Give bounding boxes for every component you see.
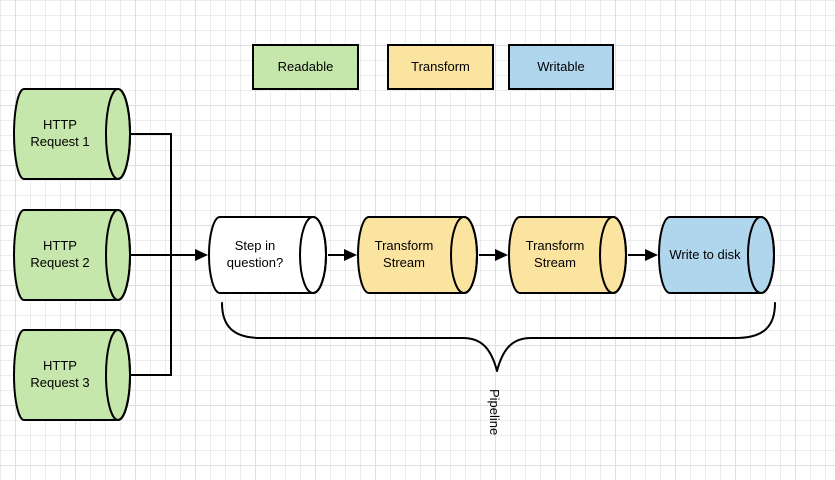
- cylinder-cap: [450, 216, 478, 294]
- pipeline-brace[interactable]: [221, 302, 776, 372]
- connector-arrow-to-step[interactable]: [130, 249, 208, 261]
- node-step-in-question[interactable]: [208, 216, 327, 294]
- connector-arrow-to-write[interactable]: [628, 249, 658, 261]
- legend-swatch-writable[interactable]: [508, 44, 614, 90]
- node-transform-stream-2[interactable]: [508, 216, 627, 294]
- cylinder-cap: [299, 216, 327, 294]
- cylinder-cap: [747, 216, 775, 294]
- node-transform-stream-1[interactable]: [357, 216, 478, 294]
- node-write-to-disk[interactable]: [658, 216, 775, 294]
- pipeline-label: Pipeline: [487, 389, 502, 436]
- cylinder-cap: [105, 329, 131, 421]
- node-http-request-1[interactable]: [13, 88, 131, 180]
- node-http-request-2[interactable]: [13, 209, 131, 301]
- node-http-request-3[interactable]: [13, 329, 131, 421]
- arrowhead-icon: [495, 249, 508, 261]
- arrowhead-icon: [344, 249, 357, 261]
- connector-arrow-to-transform-1[interactable]: [328, 249, 357, 261]
- legend-swatch-readable[interactable]: [252, 44, 359, 90]
- cylinder-cap: [599, 216, 627, 294]
- cylinder-cap: [105, 209, 131, 301]
- connector-arrow-to-transform-2[interactable]: [479, 249, 508, 261]
- arrowhead-icon: [195, 249, 208, 261]
- legend-swatch-transform[interactable]: [387, 44, 494, 90]
- cylinder-cap: [105, 88, 131, 180]
- arrowhead-icon: [645, 249, 658, 261]
